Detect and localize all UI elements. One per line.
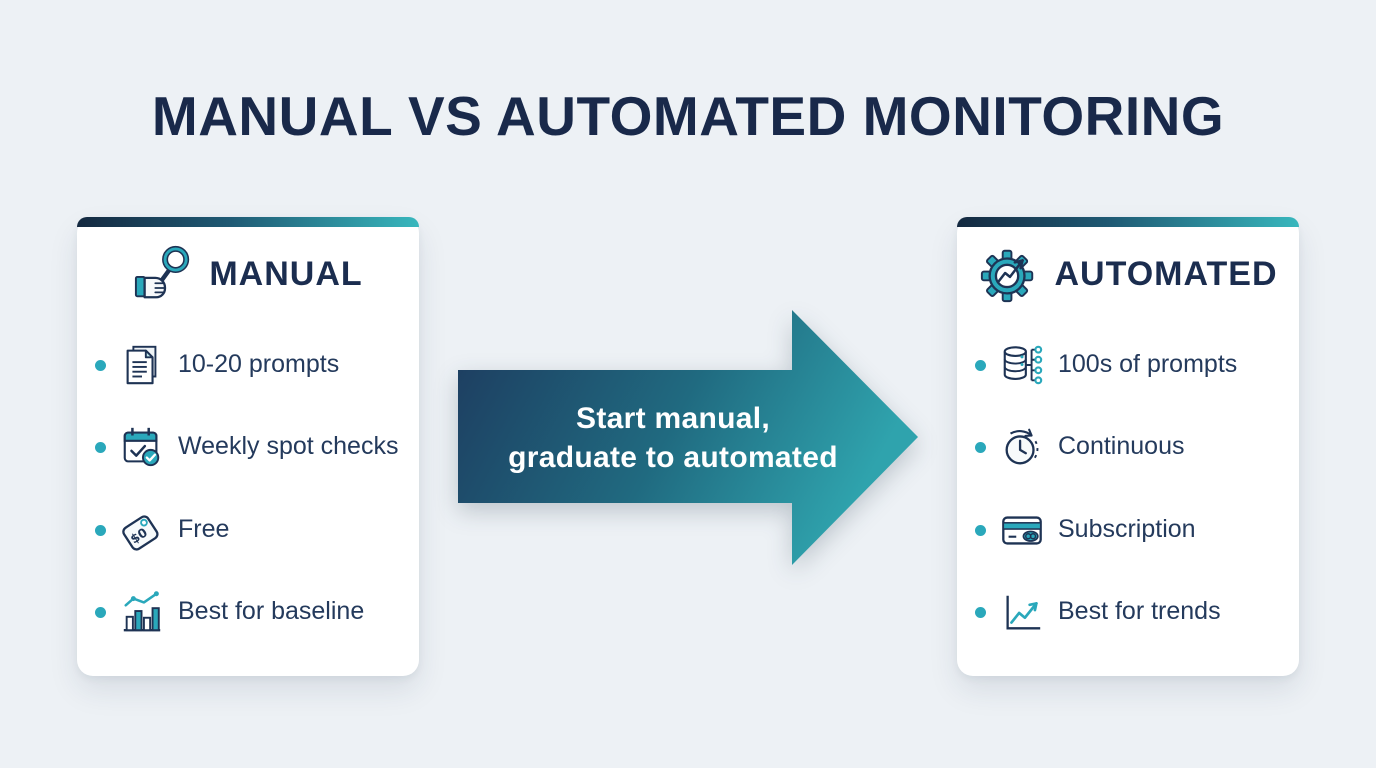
page-title: MANUAL VS AUTOMATED MONITORING — [151, 85, 1225, 147]
item-text: 10-20 prompts — [178, 350, 340, 379]
bullet-icon — [95, 524, 106, 536]
bullet-icon — [975, 441, 986, 453]
bullet-icon — [975, 359, 986, 371]
arrow-caption-line2: graduate to automated — [508, 441, 838, 474]
list-item-100s-prompts: 100s of prompts — [975, 342, 1285, 388]
gear-chart-icon — [978, 243, 1040, 305]
list-item-subscription: Subscription — [975, 507, 1285, 553]
bullet-icon — [95, 606, 106, 618]
card-accent-bar — [957, 217, 1299, 227]
clock-icon — [998, 423, 1046, 471]
documents-icon — [118, 341, 166, 389]
price-tag-icon: $0 — [118, 506, 166, 554]
arrow-caption-line1: Start manual, — [576, 402, 770, 435]
bar-chart-icon — [118, 588, 166, 636]
hand-magnifier-icon — [133, 243, 195, 305]
credit-card-icon — [998, 506, 1046, 554]
card-accent-bar — [77, 217, 419, 227]
list-item-continuous: Continuous — [975, 416, 1285, 478]
bullet-icon — [975, 524, 986, 536]
automated-card-title: AUTOMATED — [1054, 254, 1278, 293]
transition-arrow: Start manual, graduate to automated — [458, 310, 918, 566]
bullet-icon — [975, 606, 986, 618]
item-text: Best for trends — [1058, 597, 1221, 626]
arrow-caption: Start manual, graduate to automated — [458, 310, 888, 566]
item-text: Free — [178, 515, 230, 544]
database-icon — [998, 341, 1046, 389]
automated-card: AUTOMATED 100s of prompts — [957, 217, 1299, 676]
item-text: Subscription — [1058, 515, 1196, 544]
manual-card-header: MANUAL — [77, 242, 419, 306]
item-text: Weekly spot checks — [178, 432, 399, 461]
line-chart-icon — [998, 588, 1046, 636]
list-item-free: $0 Free — [95, 507, 405, 553]
bullet-icon — [95, 359, 106, 371]
automated-card-header: AUTOMATED — [957, 242, 1299, 306]
arrow-shape — [458, 310, 918, 565]
list-item-trends: Best for trends — [975, 589, 1285, 635]
item-text: 100s of prompts — [1058, 350, 1238, 379]
item-text: Best for baseline — [178, 597, 365, 626]
list-item-prompts: 10-20 prompts — [95, 342, 405, 388]
calendar-check-icon — [118, 423, 166, 471]
list-item-weekly-checks: Weekly spot checks — [95, 416, 405, 478]
list-item-baseline: Best for baseline — [95, 589, 405, 635]
manual-card: MANUAL 10-20 prompts — [77, 217, 419, 676]
bullet-icon — [95, 441, 106, 453]
item-text: Continuous — [1058, 432, 1185, 461]
manual-card-title: MANUAL — [209, 254, 363, 293]
